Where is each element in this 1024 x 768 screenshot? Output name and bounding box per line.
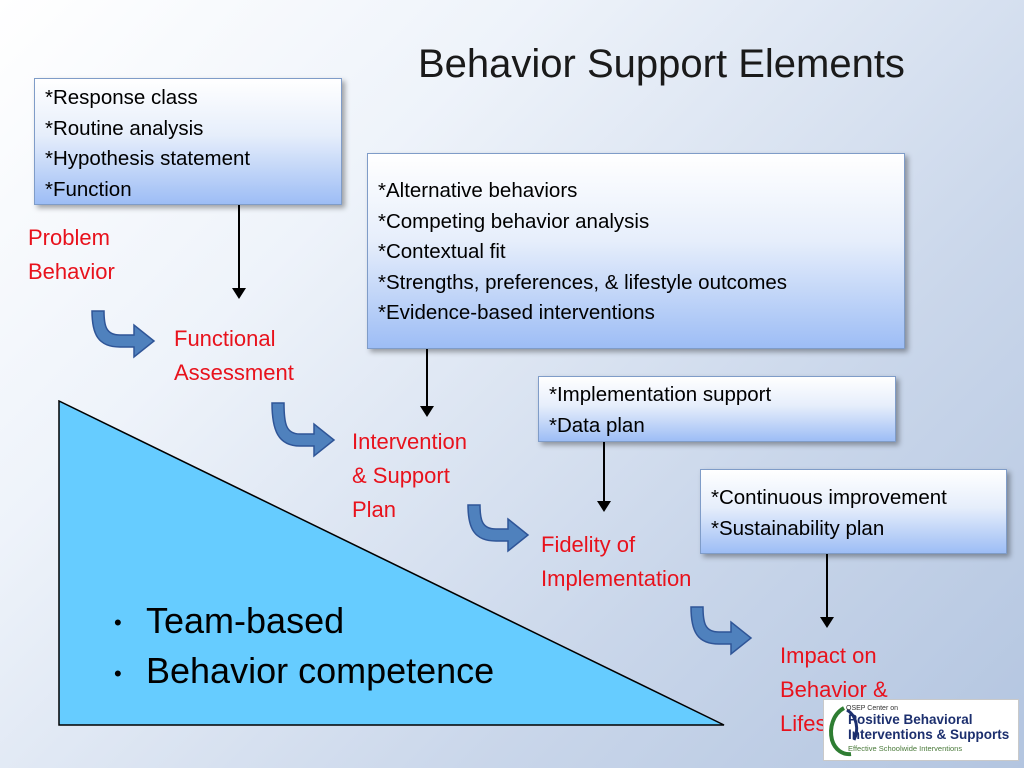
bullet-glyph: • <box>114 610 122 636</box>
step-line: Plan <box>352 497 397 522</box>
step-line: Functional <box>174 326 276 351</box>
slide-title: Behavior Support Elements <box>418 42 905 86</box>
box-item: *Routine analysis <box>45 116 204 140</box>
step-line: Behavior & <box>780 677 888 702</box>
bullet-item: • Behavior competence <box>114 647 494 697</box>
assessment-components-box: *Response class *Routine analysis *Hypot… <box>34 78 342 205</box>
impact-components-box: *Continuous improvement *Sustainability … <box>700 469 1007 554</box>
down-arrow-icon <box>820 554 834 628</box>
logo-small-text: OSEP Center on <box>846 705 899 712</box>
step-line: Problem <box>28 225 110 250</box>
box-item: *Evidence-based interventions <box>378 301 655 324</box>
pbis-logo-mark-icon <box>829 706 859 757</box>
box-item: *Contextual fit <box>378 240 506 263</box>
bullet-list: • Team-based • Behavior competence <box>114 597 494 698</box>
box-item: *Sustainability plan <box>711 516 885 540</box>
step-functional-assessment: Functional Assessment <box>174 322 294 390</box>
fidelity-components-box: *Implementation support *Data plan <box>538 376 896 442</box>
box-item: *Hypothesis statement <box>45 147 251 170</box>
bullet-text: Behavior competence <box>146 650 495 692</box>
box-item: *Data plan <box>549 413 645 437</box>
box-item: *Continuous improvement <box>711 486 947 509</box>
box-item: *Strengths, preferences, & lifestyle out… <box>378 270 788 294</box>
curved-arrow-icon <box>271 402 336 458</box>
box-item: *Response class <box>45 86 198 109</box>
pbis-logo: OSEP Center on Positive Behavioral Inter… <box>823 699 1019 761</box>
step-line: Impact on <box>780 643 877 668</box>
curved-arrow-icon <box>690 606 753 656</box>
logo-subtitle: Effective Schoolwide Interventions <box>848 744 963 753</box>
down-arrow-icon <box>232 205 246 299</box>
step-line: Fidelity of <box>541 532 636 557</box>
logo-title-line1: Positive Behavioral <box>848 712 973 727</box>
box-item: *Function <box>45 177 132 201</box>
curved-arrow-icon <box>467 504 530 553</box>
step-intervention-plan: Intervention & Support Plan <box>352 425 467 527</box>
down-arrow-icon <box>597 442 611 512</box>
step-line: Intervention <box>352 429 467 454</box>
bullet-item: • Team-based <box>114 597 494 647</box>
step-line: Implementation <box>541 566 692 591</box>
down-arrow-icon <box>420 349 434 417</box>
box-item: *Alternative behaviors <box>378 179 578 202</box>
triangle-shape <box>58 400 725 726</box>
bullet-glyph: • <box>114 660 122 686</box>
step-line: & Support <box>352 463 450 488</box>
bullet-text: Team-based <box>146 600 345 641</box>
box-item: *Implementation support <box>549 383 772 406</box>
step-line: Assessment <box>174 360 294 385</box>
curved-arrow-icon <box>91 310 156 359</box>
box-item: *Competing behavior analysis <box>378 209 650 233</box>
logo-title-line2: Interventions & Supports <box>848 727 1010 742</box>
step-fidelity-of-implementation: Fidelity of Implementation <box>541 528 691 596</box>
step-problem-behavior: Problem Behavior <box>28 221 115 289</box>
plan-components-box: *Alternative behaviors *Competing behavi… <box>367 153 905 349</box>
step-line: Behavior <box>28 259 115 284</box>
